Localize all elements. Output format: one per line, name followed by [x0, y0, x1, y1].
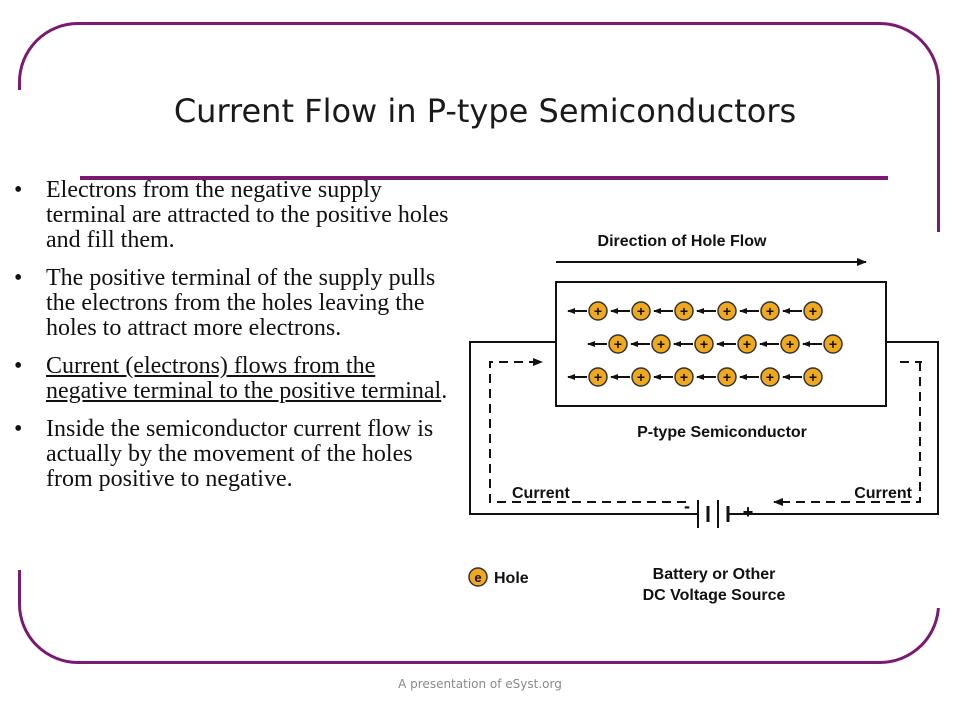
hole-legend-label: Hole [494, 570, 529, 587]
bullet-dot: • [14, 416, 23, 442]
bullet-dot: • [14, 177, 23, 203]
battery-plus-label: + [743, 502, 754, 522]
hole-circle [608, 334, 628, 354]
hole-circle [588, 367, 608, 387]
current-label-left: Current [512, 485, 570, 502]
battery-minus-label: - [684, 496, 690, 516]
bullet-item: • Inside the semiconductor current flow … [14, 417, 454, 492]
hole-circle [823, 334, 843, 354]
frame-gap-left [10, 90, 30, 570]
hole-plus-sign: + [637, 369, 645, 385]
hole-plus-sign: + [657, 336, 665, 352]
hole-plus-sign: + [614, 336, 622, 352]
hole-legend-symbol: e [474, 570, 481, 585]
hole-circle [737, 334, 757, 354]
bullet-dot: • [14, 265, 23, 291]
current-path-left [489, 358, 686, 503]
source-label-line1: Battery or Other [653, 566, 776, 583]
current-label-right: Current [854, 485, 912, 502]
direction-label: Direction of Hole Flow [598, 233, 767, 250]
p-type-diagram: Direction of Hole Flow +++++++++++++++++… [468, 233, 939, 604]
hole-plus-sign: + [809, 303, 817, 319]
bullet-item: • Electrons from the negative supply ter… [14, 178, 454, 253]
hole-circle [631, 367, 651, 387]
hole-plus-sign: + [723, 303, 731, 319]
hole-circle [803, 301, 823, 321]
hole-circle [588, 301, 608, 321]
bullet-text: Electrons from the negative supply termi… [46, 177, 449, 253]
hole-circle [631, 301, 651, 321]
bullet-item: • The positive terminal of the supply pu… [14, 266, 454, 341]
bullet-text-underlined: Current (electrons) flows from the negat… [46, 353, 442, 404]
bullet-text: The positive terminal of the supply pull… [46, 265, 436, 341]
bullet-text-suffix: . [441, 378, 448, 404]
hole-plus-sign: + [594, 303, 602, 319]
semiconductor-label: P-type Semiconductor [637, 424, 807, 441]
hole-plus-sign: + [594, 369, 602, 385]
current-path-right [773, 362, 921, 506]
hole-legend-icon [468, 567, 488, 587]
hole-plus-sign: + [700, 336, 708, 352]
circuit-wire-right [728, 341, 939, 515]
hole-plus-sign: + [680, 369, 688, 385]
slide-title: Current Flow in P-type Semiconductors [173, 92, 797, 130]
hole-circle [760, 367, 780, 387]
hole-circle [760, 301, 780, 321]
hole-plus-sign: + [829, 336, 837, 352]
bullet-dot: • [14, 353, 23, 379]
circuit-wire-left [469, 341, 698, 515]
bullet-item: • Current (electrons) flows from the neg… [14, 354, 454, 404]
source-label-line2: DC Voltage Source [643, 587, 786, 604]
hole-circle [780, 334, 800, 354]
hole-plus-sign: + [766, 369, 774, 385]
battery-symbol [697, 500, 730, 528]
footer-credit: A presentation of eSyst.org [398, 677, 562, 691]
hole-plus-sign: + [786, 336, 794, 352]
hole-circle [694, 334, 714, 354]
hole-circle [717, 301, 737, 321]
hole-plus-sign: + [723, 369, 731, 385]
hole-plus-sign: + [766, 303, 774, 319]
hole-circle [674, 301, 694, 321]
hole-circle [717, 367, 737, 387]
hole-array: + + + + + + + + + + + + + + + + + + [567, 301, 843, 387]
hole-plus-sign: + [680, 303, 688, 319]
hole-circle [674, 367, 694, 387]
hole-plus-sign: + [743, 336, 751, 352]
title-underline [80, 176, 888, 180]
hole-circle [803, 367, 823, 387]
hole-circle [651, 334, 671, 354]
hole-plus-sign: + [637, 303, 645, 319]
bullet-text: Inside the semiconductor current flow is… [46, 416, 434, 492]
bullet-list: • Electrons from the negative supply ter… [14, 178, 454, 505]
hole-plus-sign: + [809, 369, 817, 385]
